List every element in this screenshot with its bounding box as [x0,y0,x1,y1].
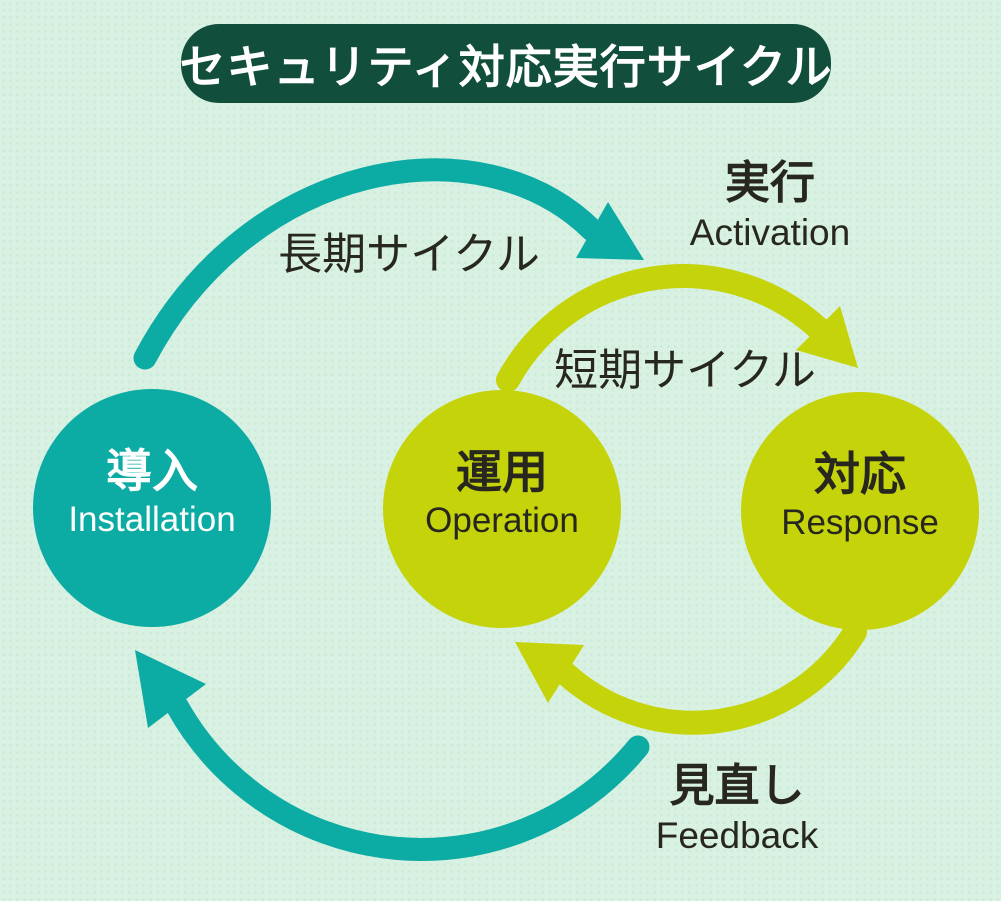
short-cycle-top-arrow [496,264,858,392]
node-installation-text: 導入 Installation [68,444,236,540]
long-cycle-top-arrow-shaft [133,158,604,370]
node-operation-jp-label: 運用 [456,445,548,498]
short-cycle-bottom-arrowhead-icon [515,642,584,703]
node-operation-text: 運用 Operation [425,445,579,541]
node-installation: 導入 Installation [33,389,271,627]
long-cycle-top-arrow [133,158,644,370]
node-response-text: 対応 Response [781,447,939,543]
label-activation-en: Activation [689,212,851,253]
node-operation: 運用 Operation [383,390,621,628]
node-operation-en-label: Operation [425,501,579,541]
label-activation-jp: 実行 [724,157,816,208]
page-title: セキュリティ対応実行サイクル [179,40,833,93]
label-activation: 実行 Activation [690,160,850,251]
label-feedback-en: Feedback [655,815,819,856]
short-cycle-bottom-arrow-shaft [554,620,867,735]
label-feedback: 見直し Feedback [656,763,819,854]
label-long-cycle: 長期サイクル [278,230,540,279]
node-response: 対応 Response [741,392,979,630]
label-short-cycle: 短期サイクル [554,346,816,395]
short-cycle-bottom-arrow [515,620,867,735]
node-installation-jp-label: 導入 [105,444,198,497]
long-cycle-top-arrowhead-icon [576,202,644,260]
node-installation-en-label: Installation [68,500,236,540]
label-feedback-jp: 見直し [669,760,805,811]
long-cycle-bottom-arrow [135,650,650,861]
short-cycle-top-arrowhead-icon [796,306,858,368]
title-banner: セキュリティ対応実行サイクル [179,24,833,103]
node-response-jp-label: 対応 [813,447,906,500]
long-cycle-bottom-arrowhead-icon [135,650,206,728]
long-cycle-bottom-arrow-shaft [165,694,650,861]
short-cycle-top-arrow-shaft [496,264,831,392]
node-response-en-label: Response [781,503,939,543]
